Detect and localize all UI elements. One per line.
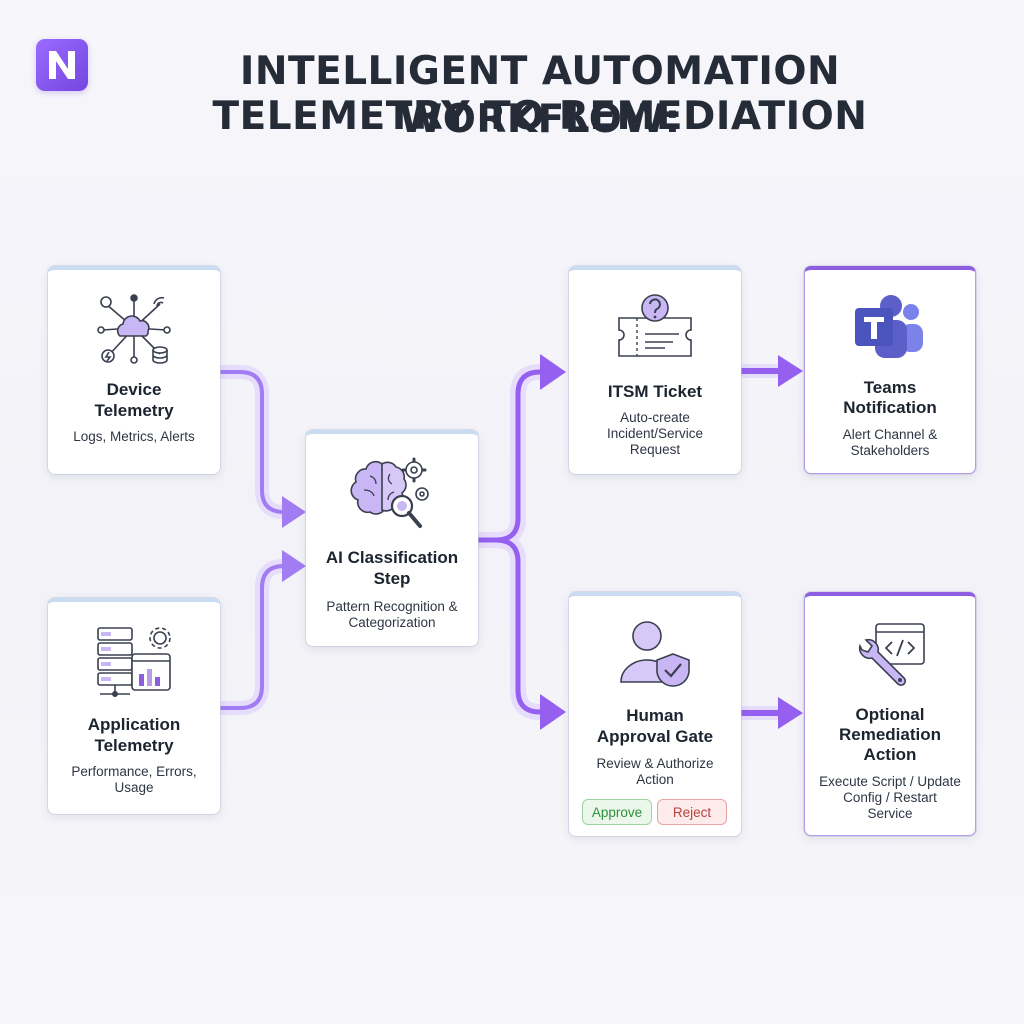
page-title-line-1: INTELLIGENT AUTOMATION WORKFLOW: bbox=[239, 49, 841, 142]
logo-n-icon bbox=[49, 51, 75, 79]
node-application-telemetry[interactable]: Application Telemetry Performance, Error… bbox=[48, 598, 220, 814]
iot-cloud-network-icon bbox=[94, 292, 174, 373]
node-device-telemetry[interactable]: Device Telemetry Logs, Metrics, Alerts bbox=[48, 266, 220, 474]
node-description: Request bbox=[629, 442, 681, 457]
brand-logo bbox=[36, 39, 88, 91]
node-title: Human bbox=[626, 706, 684, 725]
wrench-code-icon bbox=[850, 620, 930, 697]
node-title: Approval Gate bbox=[596, 727, 714, 746]
node-title: Telemetry bbox=[94, 401, 174, 420]
node-description: Usage bbox=[114, 780, 154, 795]
node-title: Teams bbox=[863, 378, 917, 397]
node-description: Auto-create bbox=[620, 410, 690, 425]
node-description: Action bbox=[636, 772, 674, 787]
node-title: Application bbox=[87, 715, 181, 734]
node-description: Review & Authorize bbox=[596, 756, 714, 771]
connector-ai-split bbox=[470, 354, 566, 730]
node-description: Categorization bbox=[348, 615, 436, 630]
node-title: Device bbox=[106, 380, 162, 399]
server-dashboard-icon bbox=[92, 624, 176, 705]
node-description: Stakeholders bbox=[850, 443, 930, 458]
approve-button[interactable]: Approve bbox=[582, 799, 652, 825]
node-title: Step bbox=[373, 569, 411, 588]
node-description: Config / Restart bbox=[843, 790, 937, 805]
node-description: Pattern Recognition & bbox=[326, 599, 458, 614]
page-title-line-2: TELEMETRY TO REMEDIATION bbox=[212, 94, 868, 139]
connector-itsm-to-teams bbox=[741, 355, 803, 387]
node-title: Notification bbox=[843, 398, 937, 417]
node-ai-classification[interactable]: AI Classification Step Pattern Recogniti… bbox=[306, 430, 478, 646]
node-description: Logs, Metrics, Alerts bbox=[73, 429, 195, 444]
node-description: Alert Channel & bbox=[842, 427, 938, 442]
connector-device-to-ai bbox=[213, 365, 306, 528]
node-title: ITSM Ticket bbox=[607, 382, 703, 401]
user-shield-icon bbox=[617, 618, 693, 695]
connector-approval-to-remediation bbox=[741, 697, 803, 729]
node-teams-notification[interactable]: Teams Notification Alert Channel & Stake… bbox=[804, 266, 976, 474]
ticket-question-icon bbox=[613, 292, 697, 367]
node-description: Performance, Errors, bbox=[71, 764, 197, 779]
reject-button[interactable]: Reject bbox=[657, 799, 727, 825]
node-human-approval-gate[interactable]: Human Approval Gate Review & Authorize A… bbox=[569, 592, 741, 836]
node-title: Action bbox=[863, 745, 917, 764]
node-description: Execute Script / Update bbox=[819, 774, 961, 789]
node-optional-remediation[interactable]: Optional Remediation Action Execute Scri… bbox=[804, 592, 976, 836]
node-title: AI Classification bbox=[325, 548, 459, 567]
node-itsm-ticket[interactable]: ITSM Ticket Auto-create Incident/Service… bbox=[569, 266, 741, 474]
connector-app-to-ai bbox=[213, 550, 306, 715]
teams-logo-icon bbox=[853, 294, 927, 365]
node-title: Remediation bbox=[838, 725, 942, 744]
node-title: Telemetry bbox=[94, 736, 174, 755]
node-description: Service bbox=[867, 806, 913, 821]
node-title: Optional bbox=[855, 705, 925, 724]
node-description: Incident/Service bbox=[606, 426, 704, 441]
brain-gears-icon bbox=[350, 456, 434, 541]
